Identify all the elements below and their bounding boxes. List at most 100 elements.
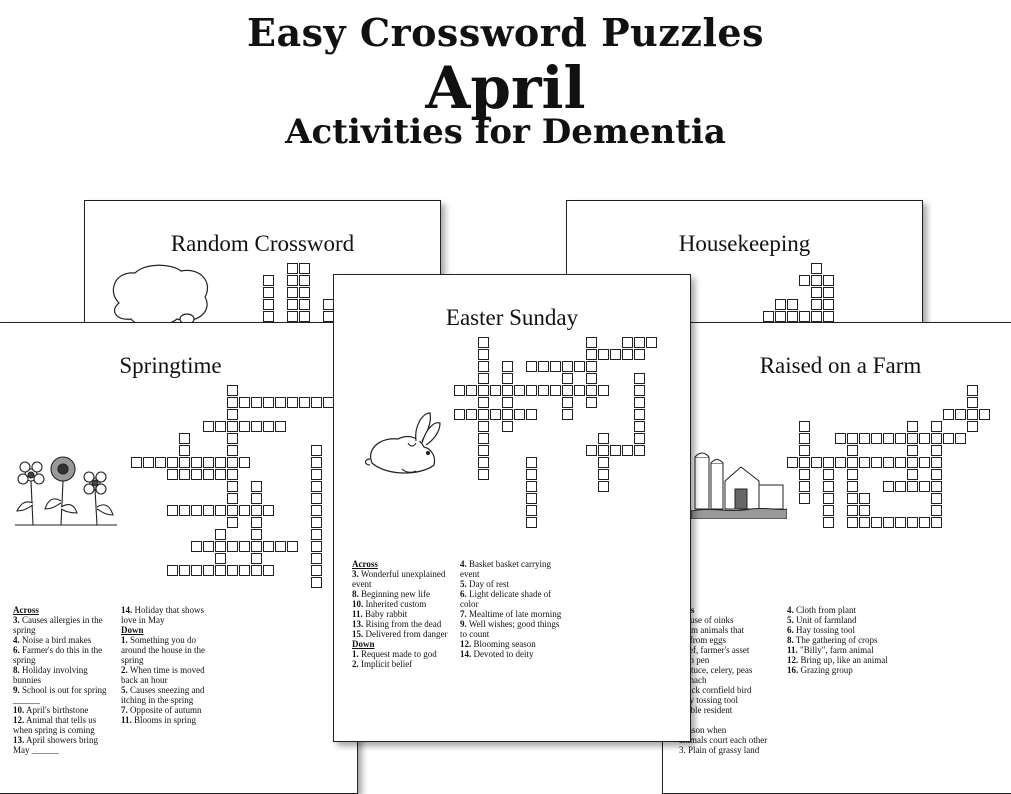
crossword-cell[interactable]	[859, 433, 870, 444]
crossword-cell[interactable]	[227, 397, 238, 408]
crossword-cell[interactable]	[634, 433, 645, 444]
crossword-cell[interactable]	[823, 275, 834, 286]
crossword-cell[interactable]	[179, 469, 190, 480]
crossword-cell[interactable]	[859, 517, 870, 528]
crossword-cell[interactable]	[622, 337, 633, 348]
crossword-cell[interactable]	[227, 433, 238, 444]
crossword-cell[interactable]	[598, 385, 609, 396]
crossword-cell[interactable]	[251, 421, 262, 432]
crossword-cell[interactable]	[811, 299, 822, 310]
crossword-cell[interactable]	[847, 517, 858, 528]
crossword-cell[interactable]	[871, 433, 882, 444]
crossword-cell[interactable]	[490, 385, 501, 396]
crossword-cell[interactable]	[311, 565, 322, 576]
crossword-cell[interactable]	[526, 361, 537, 372]
crossword-cell[interactable]	[263, 541, 274, 552]
crossword-cell[interactable]	[823, 287, 834, 298]
crossword-cell[interactable]	[311, 397, 322, 408]
crossword-cell[interactable]	[167, 457, 178, 468]
crossword-cell[interactable]	[239, 421, 250, 432]
crossword-cell[interactable]	[823, 469, 834, 480]
crossword-cell[interactable]	[215, 469, 226, 480]
crossword-cell[interactable]	[263, 287, 274, 298]
crossword-cell[interactable]	[478, 433, 489, 444]
crossword-cell[interactable]	[931, 481, 942, 492]
crossword-cell[interactable]	[847, 505, 858, 516]
crossword-cell[interactable]	[907, 457, 918, 468]
crossword-cell[interactable]	[203, 469, 214, 480]
crossword-cell[interactable]	[598, 349, 609, 360]
crossword-cell[interactable]	[263, 421, 274, 432]
crossword-cell[interactable]	[526, 505, 537, 516]
crossword-cell[interactable]	[203, 505, 214, 516]
crossword-cell[interactable]	[179, 433, 190, 444]
crossword-cell[interactable]	[287, 275, 298, 286]
crossword-cell[interactable]	[215, 565, 226, 576]
crossword-cell[interactable]	[823, 299, 834, 310]
crossword-cell[interactable]	[299, 263, 310, 274]
crossword-cell[interactable]	[907, 481, 918, 492]
crossword-cell[interactable]	[203, 565, 214, 576]
crossword-cell[interactable]	[275, 421, 286, 432]
crossword-cell[interactable]	[967, 421, 978, 432]
crossword-cell[interactable]	[907, 445, 918, 456]
crossword-cell[interactable]	[179, 445, 190, 456]
crossword-cell[interactable]	[931, 493, 942, 504]
crossword-cell[interactable]	[466, 409, 477, 420]
crossword-cell[interactable]	[227, 541, 238, 552]
crossword-cell[interactable]	[598, 433, 609, 444]
crossword-cell[interactable]	[787, 457, 798, 468]
crossword-cell[interactable]	[179, 565, 190, 576]
crossword-cell[interactable]	[550, 385, 561, 396]
crossword-cell[interactable]	[847, 445, 858, 456]
crossword-cell[interactable]	[859, 505, 870, 516]
crossword-cell[interactable]	[811, 457, 822, 468]
crossword-cell[interactable]	[287, 541, 298, 552]
crossword-cell[interactable]	[478, 349, 489, 360]
crossword-cell[interactable]	[799, 481, 810, 492]
crossword-cell[interactable]	[634, 397, 645, 408]
crossword-cell[interactable]	[799, 311, 810, 322]
crossword-cell[interactable]	[227, 565, 238, 576]
crossword-cell[interactable]	[311, 541, 322, 552]
crossword-cell[interactable]	[883, 457, 894, 468]
crossword-cell[interactable]	[610, 349, 621, 360]
crossword-cell[interactable]	[562, 385, 573, 396]
crossword-cell[interactable]	[931, 421, 942, 432]
crossword-cell[interactable]	[919, 433, 930, 444]
crossword-cell[interactable]	[203, 421, 214, 432]
crossword-cell[interactable]	[311, 457, 322, 468]
crossword-cell[interactable]	[955, 409, 966, 420]
crossword-cell[interactable]	[895, 433, 906, 444]
crossword-cell[interactable]	[919, 517, 930, 528]
crossword-cell[interactable]	[299, 311, 310, 322]
crossword-cell[interactable]	[646, 337, 657, 348]
crossword-cell[interactable]	[931, 517, 942, 528]
crossword-cell[interactable]	[239, 505, 250, 516]
crossword-cell[interactable]	[823, 481, 834, 492]
crossword-cell[interactable]	[787, 311, 798, 322]
crossword-cell[interactable]	[823, 457, 834, 468]
crossword-cell[interactable]	[191, 469, 202, 480]
crossword-cell[interactable]	[871, 457, 882, 468]
crossword-cell[interactable]	[251, 529, 262, 540]
crossword-cell[interactable]	[311, 445, 322, 456]
crossword-cell[interactable]	[239, 565, 250, 576]
crossword-cell[interactable]	[634, 445, 645, 456]
crossword-cell[interactable]	[526, 469, 537, 480]
crossword-cell[interactable]	[847, 457, 858, 468]
crossword-cell[interactable]	[847, 481, 858, 492]
crossword-cell[interactable]	[502, 397, 513, 408]
crossword-cell[interactable]	[502, 373, 513, 384]
crossword-cell[interactable]	[287, 263, 298, 274]
crossword-cell[interactable]	[907, 469, 918, 480]
crossword-cell[interactable]	[634, 349, 645, 360]
crossword-cell[interactable]	[799, 469, 810, 480]
crossword-cell[interactable]	[227, 457, 238, 468]
crossword-cell[interactable]	[895, 481, 906, 492]
crossword-cell[interactable]	[215, 541, 226, 552]
crossword-cell[interactable]	[799, 493, 810, 504]
crossword-cell[interactable]	[179, 457, 190, 468]
crossword-cell[interactable]	[167, 565, 178, 576]
crossword-cell[interactable]	[251, 505, 262, 516]
